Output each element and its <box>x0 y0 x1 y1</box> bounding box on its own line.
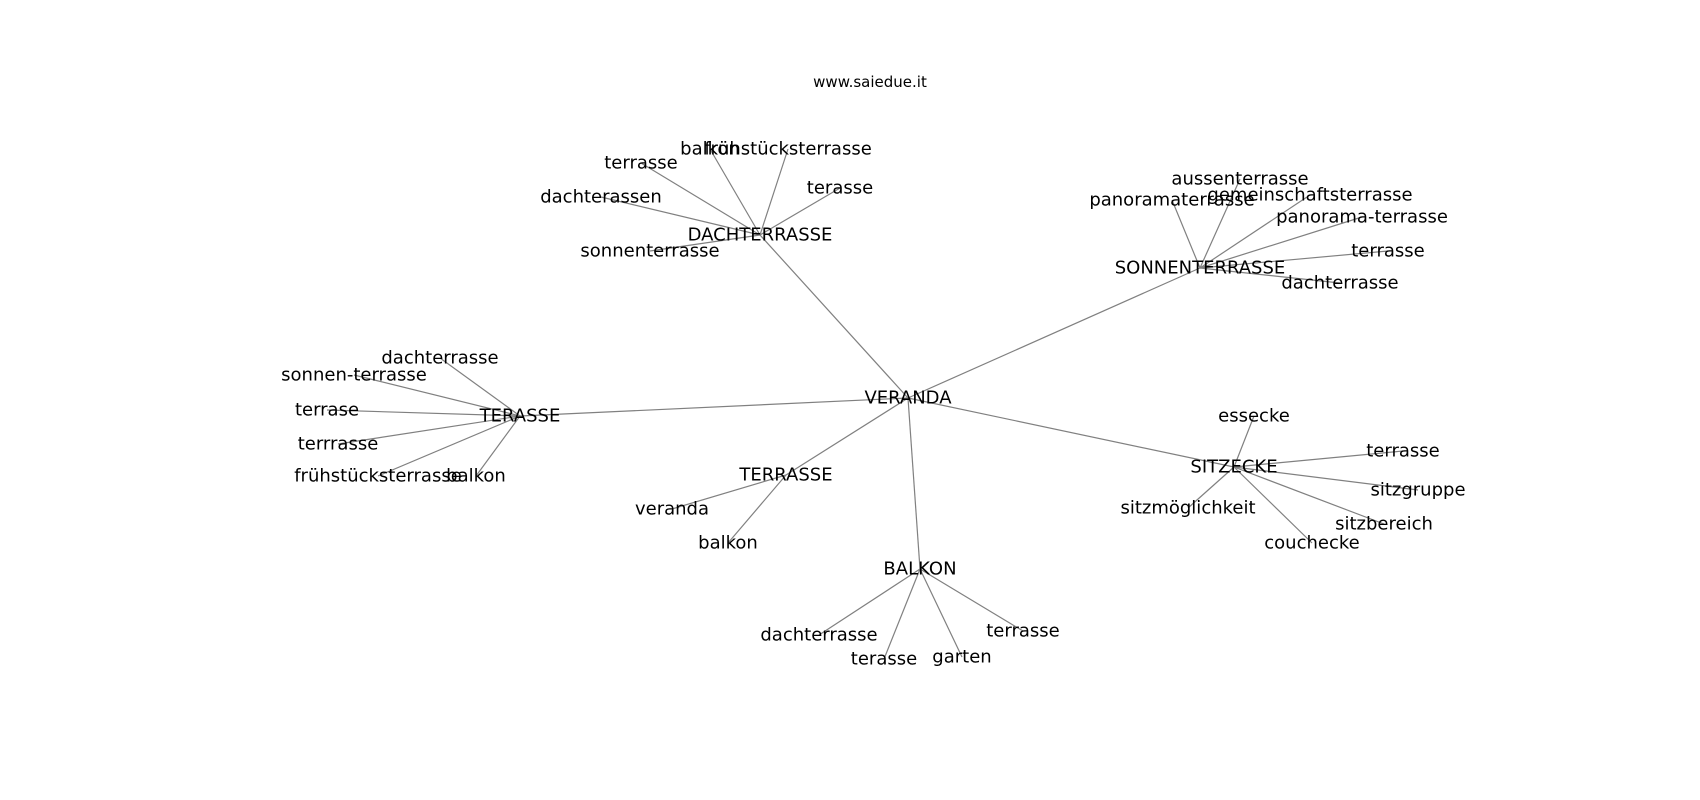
edge-sonnenterrasse-aussenterrasse <box>1199 178 1241 269</box>
edge-balkon-terrasse <box>919 568 1024 632</box>
edges-layer <box>326 148 1419 660</box>
edge-sonnenterrasse-terrasse <box>1199 250 1389 269</box>
node-leaf-terasse-fruehstuecksterrasse: frühstücksterrasse <box>294 466 462 487</box>
edge-dachterrasse-terrasse <box>640 162 761 236</box>
node-center-veranda: VERANDA <box>864 388 952 409</box>
node-hub-sonnenterrasse: SONNENTERRASSE <box>1115 258 1286 279</box>
edge-sitzecke-sitzgruppe <box>1233 466 1419 491</box>
node-leaf-sonnenterrasse-dachterrasse: dachterrasse <box>1281 273 1398 294</box>
node-leaf-dachterrasse-terrasse: terrasse <box>604 153 677 174</box>
edge-dachterrasse-terasse <box>759 187 841 236</box>
node-leaf-sitzecke-sitzmoeglichkeit: sitzmöglichkeit <box>1120 498 1255 519</box>
node-leaf-sonnenterrasse-panorama-terrasse: panorama-terrasse <box>1276 207 1448 228</box>
edge-balkon-dachterrasse <box>818 568 921 636</box>
node-leaf-sonnenterrasse-gemeinschaftsterrasse: gemeinschaftsterrasse <box>1207 185 1412 206</box>
node-leaf-dachterrasse-sonnenterrasse: sonnenterrasse <box>580 241 719 262</box>
node-leaf-sitzecke-sitzbereich: sitzbereich <box>1335 514 1433 535</box>
edge-terasse-terrase <box>326 409 521 417</box>
edge-dachterrasse-dachterassen <box>600 196 761 236</box>
edge-balkon-garten <box>919 568 963 658</box>
edge-center-terasse <box>519 397 909 417</box>
node-leaf-terrasse-balkon: balkon <box>698 533 758 554</box>
edge-sitzecke-sitzmoeglichkeit <box>1187 466 1235 509</box>
node-leaf-dachterrasse-terasse: terasse <box>807 178 873 199</box>
node-hub-sitzecke: SITZECKE <box>1190 457 1277 478</box>
edge-terasse-terrrasse <box>337 415 521 445</box>
node-hub-dachterrasse: DACHTERRASSE <box>688 225 833 246</box>
node-leaf-dachterrasse-fruehstuecksterrasse: frühstücksterrasse <box>704 139 872 160</box>
edge-sitzecke-terrasse <box>1233 450 1404 468</box>
node-hub-terasse: TERASSE <box>479 406 561 427</box>
node-leaf-dachterrasse-dachterassen: dachterassen <box>540 187 662 208</box>
node-leaf-sonnenterrasse-aussenterrasse: aussenterrasse <box>1171 169 1308 190</box>
node-leaf-sitzecke-sitzgruppe: sitzgruppe <box>1370 480 1465 501</box>
edge-dachterrasse-balkon <box>709 148 761 236</box>
edge-sitzecke-essecke <box>1233 415 1255 468</box>
edge-sitzecke-sitzbereich <box>1233 466 1385 525</box>
edge-sonnenterrasse-dachterrasse <box>1199 267 1341 284</box>
node-leaf-sitzecke-couchecke: couchecke <box>1264 533 1359 554</box>
edge-terasse-sonnen-terrasse <box>353 374 521 417</box>
edge-sitzecke-couchecke <box>1233 466 1313 544</box>
edge-balkon-terasse <box>883 568 921 660</box>
edge-dachterrasse-fruehstuecksterrasse <box>759 148 789 236</box>
node-leaf-sonnenterrasse-panoramaterrasse: panoramaterrasse <box>1089 190 1254 211</box>
node-leaf-sonnenterrasse-terrasse: terrasse <box>1351 241 1424 262</box>
node-leaf-balkon-terasse: terasse <box>851 649 917 670</box>
edge-center-dachterrasse <box>759 234 909 399</box>
node-leaf-terasse-terrrasse: terrrasse <box>298 434 379 455</box>
edge-sonnenterrasse-panoramaterrasse <box>1171 199 1201 269</box>
edge-terrasse-balkon <box>727 474 787 544</box>
node-leaf-terasse-balkon: balkon <box>446 466 506 487</box>
node-leaf-terrasse-veranda: veranda <box>635 499 709 520</box>
node-leaf-dachterrasse-balkon: balkon <box>680 139 740 160</box>
edge-terrasse-veranda <box>671 474 787 510</box>
node-hub-balkon: BALKON <box>883 559 956 580</box>
node-leaf-terasse-terrase: terrase <box>295 400 359 421</box>
node-leaf-terasse-dachterrasse: dachterrasse <box>381 348 498 369</box>
site-watermark: www.saiedue.it <box>813 73 927 91</box>
edge-dachterrasse-sonnenterrasse <box>649 234 761 252</box>
node-leaf-sitzecke-essecke: essecke <box>1218 406 1290 427</box>
edge-center-terrasse <box>785 397 909 476</box>
edge-center-sonnenterrasse <box>907 267 1201 399</box>
edge-sonnenterrasse-gemeinschaftsterrasse <box>1199 194 1311 269</box>
node-leaf-terasse-sonnen-terrasse: sonnen-terrasse <box>281 365 427 386</box>
edge-center-balkon <box>907 397 921 570</box>
edge-terasse-fruehstuecksterrasse <box>377 415 521 477</box>
node-leaf-balkon-terrasse: terrasse <box>986 621 1059 642</box>
edge-sonnenterrasse-panorama-terrasse <box>1199 216 1363 269</box>
node-leaf-sitzecke-terrasse: terrasse <box>1366 441 1439 462</box>
edge-center-sitzecke <box>907 397 1235 468</box>
edge-terasse-balkon <box>475 415 521 477</box>
labels-layer: VERANDADACHTERRASSEbalkonfrühstücksterra… <box>281 139 1465 670</box>
edge-terasse-dachterrasse <box>439 357 521 417</box>
node-leaf-balkon-garten: garten <box>932 647 991 668</box>
node-hub-terrasse: TERRASSE <box>738 465 832 486</box>
node-leaf-balkon-dachterrasse: dachterrasse <box>760 625 877 646</box>
